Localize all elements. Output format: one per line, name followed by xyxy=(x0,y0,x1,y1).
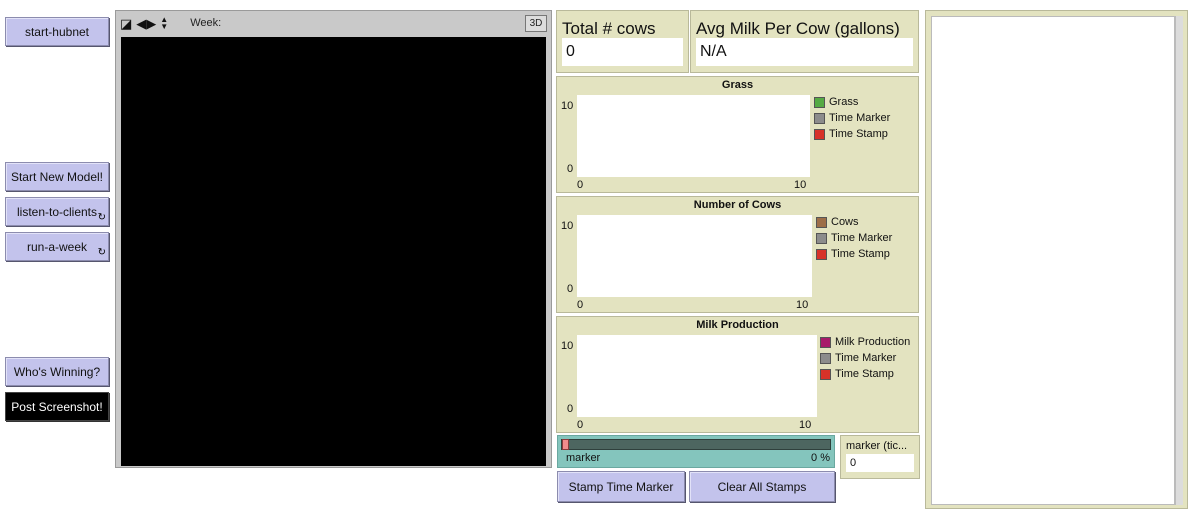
legend-item: Time Marker xyxy=(814,110,890,126)
cows-plot: Number of Cows 10 0 0 10 Cows Time Marke… xyxy=(556,196,919,313)
legend-label: Time Stamp xyxy=(829,128,888,140)
view-toolbar: ◪ ◀▶ ▲▼ Week: 3D xyxy=(116,11,551,35)
marker-ticks-input-box: marker (tic... 0 xyxy=(840,435,920,479)
forever-arrows-icon: ↻ xyxy=(97,247,106,258)
legend-swatch xyxy=(816,232,827,244)
legend-item: Time Marker xyxy=(816,230,892,246)
listen-to-clients-button[interactable]: listen-to-clients ↻ xyxy=(5,197,109,226)
grass-legend: Grass Time Marker Time Stamp xyxy=(814,94,890,142)
clear-all-stamps-label: Clear All Stamps xyxy=(717,479,807,494)
legend-label: Grass xyxy=(829,96,859,108)
legend-swatch xyxy=(820,336,831,348)
output-text-area[interactable] xyxy=(931,16,1175,505)
marker-ticks-label: marker (tic... xyxy=(846,440,908,452)
marker-ticks-input[interactable]: 0 xyxy=(846,454,914,472)
legend-swatch xyxy=(816,216,827,228)
slider-name: marker xyxy=(566,452,601,464)
start-hubnet-button[interactable]: start-hubnet xyxy=(5,17,109,46)
clear-all-stamps-button[interactable]: Clear All Stamps xyxy=(689,471,835,502)
stamp-time-marker-button[interactable]: Stamp Time Marker xyxy=(557,471,685,502)
wrap-horizontal-icon[interactable]: ◀▶ xyxy=(136,15,157,31)
cows-plot-area[interactable] xyxy=(577,215,812,297)
avg-milk-value: N/A xyxy=(696,38,913,66)
milk-plot-title: Milk Production xyxy=(696,319,779,331)
post-screenshot-button[interactable]: Post Screenshot! xyxy=(5,392,109,421)
total-cows-value: 0 xyxy=(562,38,683,66)
grass-plot-area[interactable] xyxy=(577,95,810,177)
grass-y-max: 10 xyxy=(561,100,574,112)
world-view: ◪ ◀▶ ▲▼ Week: 3D xyxy=(115,10,552,468)
grass-plot-title: Grass xyxy=(721,79,754,91)
marker-slider[interactable]: marker 0 % xyxy=(557,435,835,468)
grass-y-min: 0 xyxy=(567,163,574,175)
whos-winning-label: Who's Winning? xyxy=(13,364,101,379)
cows-y-min: 0 xyxy=(567,283,574,295)
milk-plot: Milk Production 10 0 0 10 Milk Productio… xyxy=(556,316,919,433)
legend-label: Time Marker xyxy=(831,232,893,244)
legend-label: Milk Production xyxy=(835,336,911,348)
cows-legend: Cows Time Marker Time Stamp xyxy=(816,214,892,262)
milk-y-min: 0 xyxy=(567,403,574,415)
cows-x-max: 10 xyxy=(796,299,809,311)
legend-label: Time Stamp xyxy=(835,368,894,380)
run-a-week-label: run-a-week xyxy=(26,239,88,254)
slider-handle[interactable] xyxy=(562,439,569,450)
milk-x-min: 0 xyxy=(577,419,584,431)
forever-arrows-icon: ↻ xyxy=(97,212,106,223)
legend-label: Cows xyxy=(831,216,859,228)
legend-item: Time Stamp xyxy=(820,366,910,382)
total-cows-monitor: Total # cows 0 xyxy=(556,10,689,73)
milk-plot-area[interactable] xyxy=(577,335,817,417)
avg-milk-monitor: Avg Milk Per Cow (gallons) N/A xyxy=(690,10,919,73)
output-scrollbar[interactable] xyxy=(1175,16,1183,505)
cows-x-min: 0 xyxy=(577,299,584,311)
legend-swatch xyxy=(820,352,831,364)
slider-track[interactable] xyxy=(561,439,831,450)
legend-label: Time Marker xyxy=(835,352,897,364)
total-cows-label: Total # cows xyxy=(562,19,656,38)
slider-value: 0 % xyxy=(811,452,830,464)
post-screenshot-label: Post Screenshot! xyxy=(11,399,103,414)
legend-swatch xyxy=(814,128,825,140)
legend-item: Cows xyxy=(816,214,892,230)
milk-y-max: 10 xyxy=(561,340,574,352)
legend-swatch xyxy=(816,248,827,260)
legend-item: Time Marker xyxy=(820,350,910,366)
legend-item: Time Stamp xyxy=(814,126,890,142)
start-new-model-label: Start New Model! xyxy=(10,169,104,184)
week-label: Week: xyxy=(190,17,222,29)
start-hubnet-label: start-hubnet xyxy=(24,24,90,39)
legend-label: Time Marker xyxy=(829,112,891,124)
output-area xyxy=(925,10,1188,509)
cows-y-max: 10 xyxy=(561,220,574,232)
legend-item: Milk Production xyxy=(820,334,910,350)
start-new-model-button[interactable]: Start New Model! xyxy=(5,162,109,191)
legend-swatch xyxy=(814,112,825,124)
avg-milk-label: Avg Milk Per Cow (gallons) xyxy=(696,19,900,38)
stamp-time-marker-label: Stamp Time Marker xyxy=(568,479,674,494)
grass-x-min: 0 xyxy=(577,179,584,191)
grass-plot: Grass 10 0 0 10 Grass Time Marker Time S… xyxy=(556,76,919,193)
wrap-vertical-icon[interactable]: ▲▼ xyxy=(160,15,169,31)
cows-plot-title: Number of Cows xyxy=(693,199,782,211)
legend-label: Time Stamp xyxy=(831,248,890,260)
legend-swatch xyxy=(820,368,831,380)
edit-view-icon[interactable]: ◪ xyxy=(120,15,133,31)
milk-legend: Milk Production Time Marker Time Stamp xyxy=(820,334,910,382)
grass-x-max: 10 xyxy=(794,179,807,191)
legend-item: Grass xyxy=(814,94,890,110)
whos-winning-button[interactable]: Who's Winning? xyxy=(5,357,109,386)
legend-swatch xyxy=(814,96,825,108)
3d-view-label: 3D xyxy=(529,18,543,29)
run-a-week-button[interactable]: run-a-week ↻ xyxy=(5,232,109,261)
world-canvas[interactable] xyxy=(121,37,546,466)
milk-x-max: 10 xyxy=(799,419,812,431)
3d-view-button[interactable]: 3D xyxy=(525,15,547,32)
legend-item: Time Stamp xyxy=(816,246,892,262)
listen-to-clients-label: listen-to-clients xyxy=(16,204,98,219)
